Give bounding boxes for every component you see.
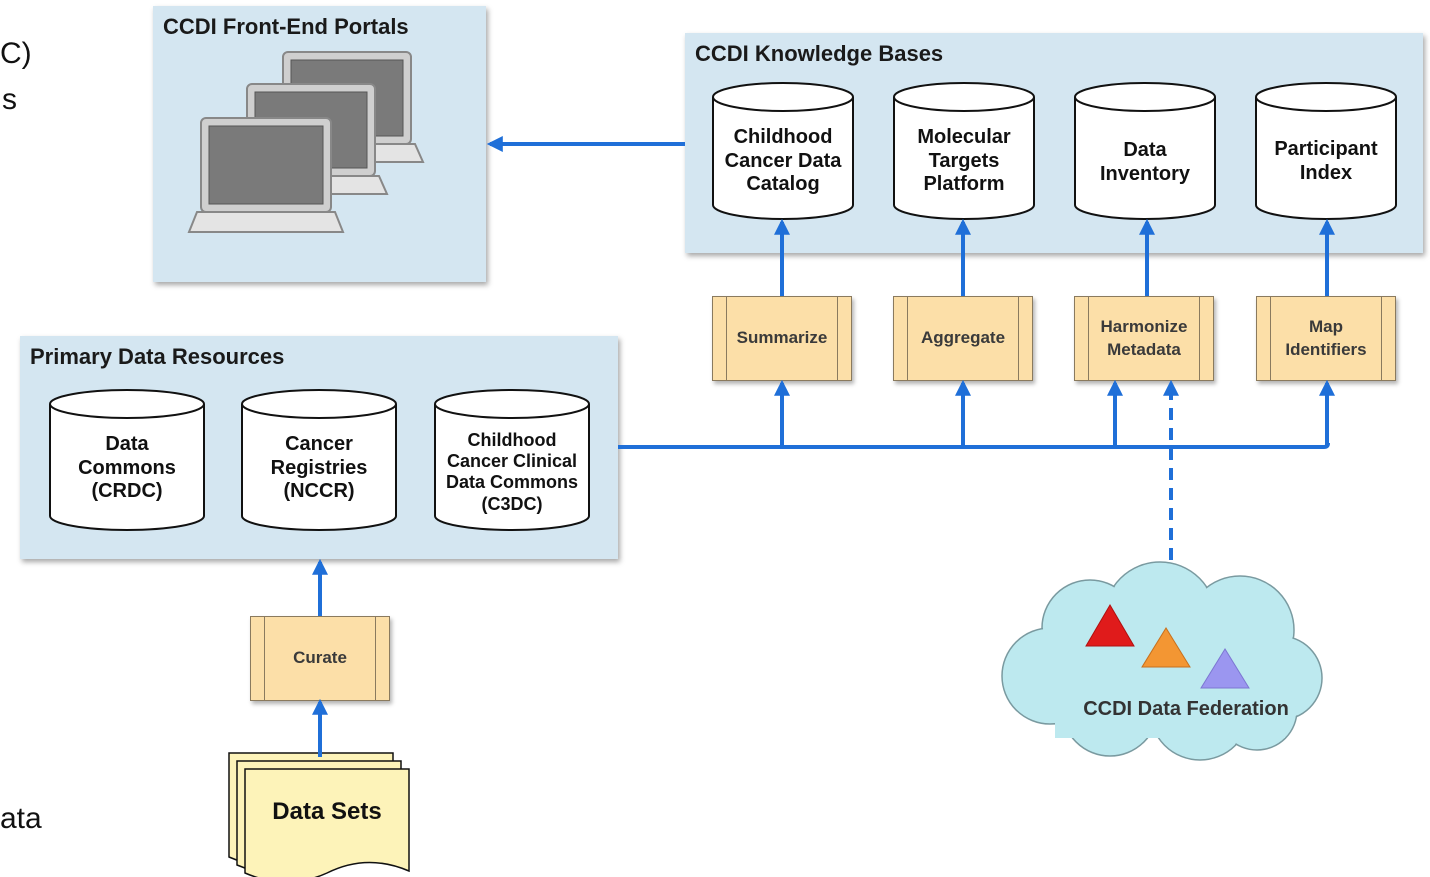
resource-label-c3dc: Childhood Cancer Clinical Data Commons (… <box>445 430 579 514</box>
resource-label-nccr: Cancer Registries (NCCR) <box>270 433 368 503</box>
resource-cylinder-crdc: Data Commons (CRDC) <box>49 389 205 531</box>
knowledge-bases-title: CCDI Knowledge Bases <box>695 41 944 66</box>
curate-label: Curate <box>293 648 347 668</box>
harmonize-metadata-process: Harmonize Metadata <box>1074 296 1214 381</box>
aggregate-process: Aggregate <box>893 296 1033 381</box>
kb-label-data-inventory: Data Inventory <box>1099 139 1191 185</box>
map-identifiers-process: Map Identifiers <box>1256 296 1396 381</box>
aggregate-label: Aggregate <box>920 328 1006 348</box>
cloud-icon <box>1001 561 1323 761</box>
federation-label: CCDI Data Federation <box>1083 698 1289 720</box>
kb-cylinder-molecular-targets-platform: Molecular Targets Platform <box>893 82 1035 220</box>
curate-process: Curate <box>250 616 390 701</box>
data-sets-label: Data Sets <box>272 798 382 825</box>
computers-icon <box>187 51 425 233</box>
orange-triangle-icon <box>1141 627 1191 668</box>
data-sets-icon <box>228 752 410 877</box>
summarize-process: Summarize <box>712 296 852 381</box>
resource-cylinder-nccr: Cancer Registries (NCCR) <box>241 389 397 531</box>
kb-cylinder-childhood-cancer-data-catalog: Childhood Cancer Data Catalog <box>712 82 854 220</box>
red-triangle-icon <box>1085 604 1135 647</box>
cutoff-text-s: s <box>2 83 17 116</box>
kb-cylinder-data-inventory: Data Inventory <box>1074 82 1216 220</box>
summarize-label: Summarize <box>736 328 828 348</box>
primary-data-resources-title: Primary Data Resources <box>30 344 285 369</box>
computer-icon-front <box>187 117 345 233</box>
cutoff-text-ata: ata <box>0 802 42 835</box>
purple-triangle-icon <box>1200 648 1250 689</box>
front-end-portals-title: CCDI Front-End Portals <box>163 14 409 39</box>
cutoff-text-c: C) <box>0 37 32 70</box>
resource-cylinder-c3dc: Childhood Cancer Clinical Data Commons (… <box>434 389 590 531</box>
kb-label-participant-index: Participant Index <box>1274 138 1378 184</box>
front-end-portals-panel: CCDI Front-End Portals <box>153 6 486 282</box>
harmonize-metadata-label: Harmonize Metadata <box>1100 317 1188 359</box>
kb-label-molecular-targets-platform: Molecular Targets Platform <box>917 126 1011 196</box>
kb-label-childhood-cancer-data-catalog: Childhood Cancer Data Catalog <box>724 126 842 196</box>
kb-cylinder-participant-index: Participant Index <box>1255 82 1397 220</box>
resource-label-crdc: Data Commons (CRDC) <box>78 433 176 503</box>
map-identifiers-label: Map Identifiers <box>1285 317 1367 359</box>
